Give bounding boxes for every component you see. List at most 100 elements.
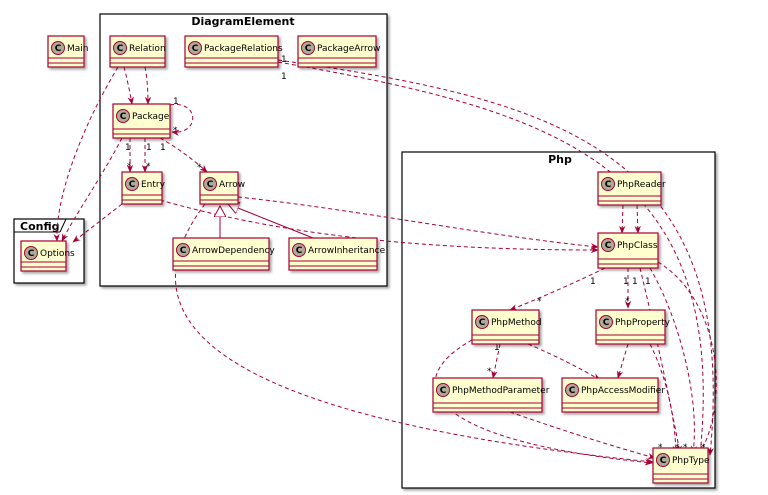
mult-phpclass-property-many: * [625, 297, 630, 307]
mult-phpclass-method-many: * [537, 297, 542, 307]
mult-package-self-many: * [173, 126, 178, 136]
class-icon-letter: C [120, 112, 127, 122]
class-arrow[interactable]: C Arrow [199, 171, 245, 205]
class-icon-letter: C [117, 44, 124, 54]
relation-phpreader-phpclass-b [634, 204, 641, 234]
class-icon-letter: C [129, 180, 136, 190]
class-icon-letter: C [207, 180, 214, 190]
class-icon [176, 243, 190, 257]
class-icon [51, 41, 65, 55]
class-name: PhpMethod [491, 318, 542, 328]
class-php-class[interactable]: C PhpClass [597, 232, 659, 269]
class-relation[interactable]: C Relation [109, 35, 166, 68]
class-arrow-inheritance[interactable]: C ArrowInheritance [288, 237, 386, 271]
class-name: PackageRelations [204, 44, 283, 54]
class-icon-letter: C [660, 456, 667, 466]
class-icon [292, 243, 306, 257]
class-name: Main [67, 44, 89, 54]
class-icon-letter: C [440, 386, 447, 396]
class-icon-letter: C [305, 44, 312, 54]
class-icon [599, 315, 613, 329]
relation-phpproperty-access [616, 343, 629, 379]
class-name: PackageArrow [317, 44, 380, 54]
class-icon-letter: C [479, 318, 486, 328]
class-name: Relation [129, 44, 166, 54]
mult-packagerelations-b-one: 1 [281, 72, 287, 82]
mult-package-entry-a-one: 1 [125, 143, 131, 153]
class-options[interactable]: C Options [20, 240, 75, 272]
mult-phpmethod-param-many: * [487, 367, 492, 377]
class-php-type[interactable]: C PhpType [652, 447, 710, 484]
class-icon [301, 41, 315, 55]
relation-packagerelations-phptype-b [277, 61, 704, 456]
class-name: PhpAccessModifier [581, 386, 665, 396]
class-package-arrow[interactable]: C PackageArrow [297, 35, 380, 68]
class-icon [24, 246, 38, 260]
mult-phpmethod-param-one: 1 [494, 343, 500, 353]
inheritance-relations [220, 204, 319, 241]
class-php-method[interactable]: C PhpMethod [471, 309, 542, 345]
mult-phpclass-method-one: 1 [590, 277, 596, 287]
relation-phpproperty-phptype [649, 343, 679, 454]
relation-phpmethod-access [527, 343, 601, 381]
package-title-php: Php [548, 153, 572, 166]
mult-phpclass-property-one-b: 1 [632, 277, 638, 287]
mult-package-entry-b-one: 1 [146, 143, 152, 153]
relation-phpclass-phptype-b [649, 267, 698, 454]
relation-package-self [169, 104, 194, 136]
mult-package-arrow-one: 1 [160, 143, 166, 153]
class-php-method-parameter[interactable]: C PhpMethodParameter [432, 377, 550, 413]
class-icon-letter: C [55, 44, 62, 54]
relation-package-arrow [159, 137, 208, 173]
class-php-property[interactable]: C PhpProperty [595, 309, 671, 345]
class-name: PhpClass [617, 241, 658, 251]
class-icon-letter: C [603, 318, 610, 328]
class-box [172, 237, 270, 271]
class-package[interactable]: C Package [112, 103, 171, 139]
class-icon-letter: C [28, 249, 35, 259]
class-box [432, 377, 543, 413]
mult-phpclass-type-one: 1 [645, 277, 651, 287]
class-main[interactable]: C Main [47, 35, 89, 68]
inheritance-arrowinheritance-arrow [228, 204, 319, 241]
class-icon [436, 383, 450, 397]
relation-phpclass-phpmethod [509, 267, 606, 311]
relation-phpreader-phpclass-a [619, 204, 626, 234]
package-title-config: Config [20, 220, 60, 233]
relation-packagerelations-phptype-a [277, 59, 714, 456]
relation-phpmethod-param [491, 343, 501, 379]
class-icon-letter: C [296, 246, 303, 256]
class-name: ArrowInheritance [308, 246, 386, 256]
relation-relation-package-a [123, 66, 134, 105]
class-entry[interactable]: C Entry [121, 171, 166, 205]
class-icon [475, 315, 489, 329]
class-name: Package [132, 112, 170, 122]
class-name: Options [40, 249, 75, 259]
mult-package-entry-a-many: * [127, 162, 132, 172]
class-name: PhpProperty [615, 318, 671, 328]
class-php-access-modifier[interactable]: C PhpAccessModifier [561, 377, 665, 413]
class-name: Entry [141, 180, 166, 190]
class-icon [203, 177, 217, 191]
relation-arrow-phpclass [237, 196, 599, 250]
class-icon [188, 41, 202, 55]
class-icon [656, 453, 670, 467]
class-name: PhpMethodParameter [452, 386, 550, 396]
package-title-diagram-element: DiagramElement [191, 15, 294, 28]
mult-packagerelations-a-one: 1 [281, 55, 287, 65]
class-name: Arrow [219, 180, 245, 190]
class-icon-letter: C [605, 180, 612, 190]
class-icon-letter: C [180, 246, 187, 256]
mult-package-arrow-many: * [197, 163, 202, 173]
class-icon-letter: C [569, 386, 576, 396]
relation-phpclass-phptype-c [657, 261, 717, 454]
class-name: PhpReader [617, 180, 666, 190]
class-php-reader[interactable]: C PhpReader [597, 171, 666, 206]
class-icon-letter: C [605, 241, 612, 251]
class-icon [125, 177, 139, 191]
relation-relation-options [53, 66, 119, 242]
class-name: PhpType [672, 456, 710, 466]
